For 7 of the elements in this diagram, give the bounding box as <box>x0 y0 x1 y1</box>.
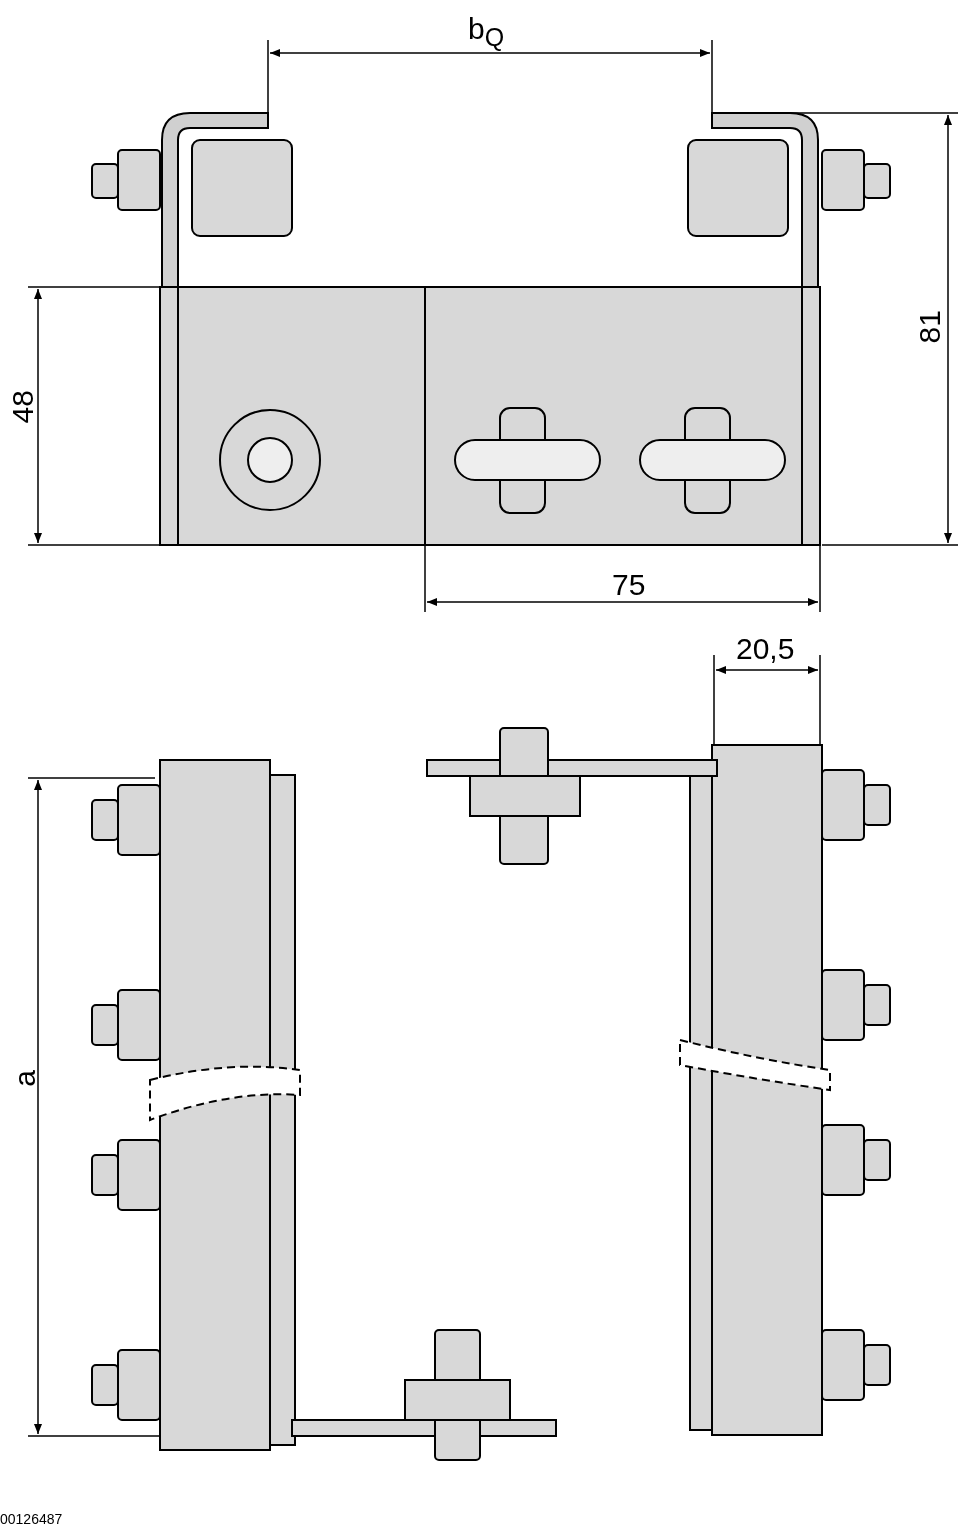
dimension-label: a <box>10 1070 40 1087</box>
dimension-label: 48 <box>8 390 38 424</box>
dimension-label: 75 <box>612 570 646 600</box>
dimension-label: 20,5 <box>736 634 795 664</box>
dimension-label: b$_{Q}$ <box>468 14 505 52</box>
dimension-label: 81 <box>915 310 945 344</box>
drawing-number: 00126487 <box>0 1512 63 1526</box>
